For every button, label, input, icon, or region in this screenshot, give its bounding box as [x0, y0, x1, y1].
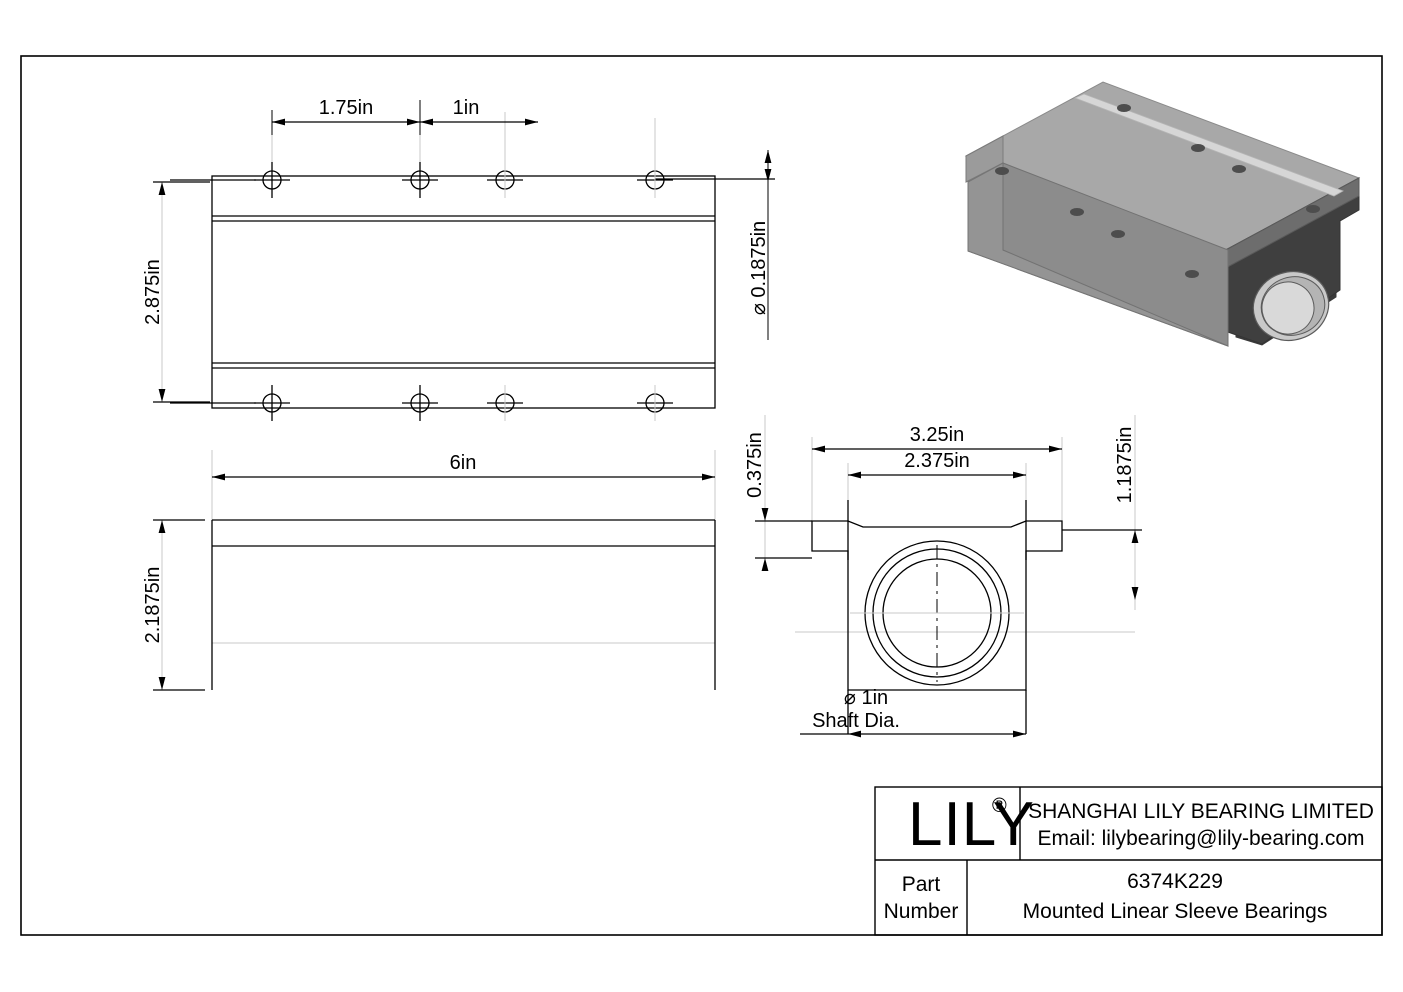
dim-label-body-width: 2.375in	[904, 450, 970, 472]
iso-mounting-hole	[1185, 270, 1199, 278]
top-view-holes-lower	[170, 385, 673, 421]
mounting-hole	[402, 385, 438, 421]
mounting-hole	[637, 162, 673, 198]
top-view-extension-lines	[161, 100, 769, 402]
part-number-label-line1: Part	[902, 873, 941, 896]
mounting-hole	[487, 385, 523, 421]
mounting-hole	[254, 162, 290, 198]
dim-label-overall-length: 6in	[450, 452, 477, 474]
dim-shaft-diameter: ⌀ 1in Shaft Dia.	[800, 687, 1027, 738]
iso-mounting-hole	[1117, 104, 1131, 112]
company-logo: LILY ®	[908, 790, 1035, 859]
bore-centerlines	[850, 545, 1024, 682]
dim-label-shaft-dia-note: Shaft Dia.	[812, 710, 900, 732]
dim-label-base-width: 3.25in	[910, 424, 965, 446]
iso-mounting-hole	[1232, 165, 1246, 173]
iso-mounting-hole	[1191, 144, 1205, 152]
iso-mounting-hole	[1111, 230, 1125, 238]
dim-label-overall-width: 2.875in	[142, 259, 164, 325]
mounting-hole	[254, 385, 290, 421]
part-number-label-line2: Number	[884, 900, 959, 923]
iso-body-side-face	[1002, 162, 1229, 347]
dim-overall-length: 6in	[212, 452, 715, 481]
isometric-3d-view	[964, 81, 1361, 347]
logo-text: LILY	[908, 790, 1035, 859]
top-view: 1.75in 1in 2.875in	[142, 97, 775, 421]
mounting-hole	[402, 162, 438, 198]
dim-hole-spacing-1: 1.75in	[271, 97, 421, 135]
dim-overall-height: 2.1875in	[142, 519, 205, 691]
company-email: Email: lilybearing@lily-bearing.com	[1037, 827, 1364, 850]
company-name: SHANGHAI LILY BEARING LIMITED	[1028, 800, 1374, 823]
dim-label-hole-spacing-2: 1in	[453, 97, 480, 119]
dim-label-hole-spacing-1: 1.75in	[319, 97, 374, 119]
front-view-outline	[211, 519, 716, 690]
iso-top-groove	[1073, 93, 1344, 197]
top-view-holes-upper	[170, 162, 673, 198]
iso-mounting-hole	[1306, 205, 1320, 213]
sheet-border	[20, 55, 1383, 936]
front-view-extension-lines	[161, 450, 716, 690]
section-profile-outline	[811, 500, 1063, 691]
dim-body-width: 2.375in	[848, 450, 1026, 479]
dim-overall-width: 2.875in	[142, 181, 210, 403]
end-section-view: 3.25in 2.375in 0.375in	[744, 415, 1142, 738]
iso-mounting-hole	[1070, 208, 1084, 216]
dim-label-base-thickness: 0.375in	[744, 432, 766, 498]
dim-hole-spacing-2: 1in	[420, 97, 538, 126]
iso-bore-inner	[1261, 281, 1315, 335]
iso-mounting-hole	[995, 167, 1009, 175]
mounting-hole	[637, 385, 673, 421]
dim-label-shaft-dia-value: ⌀ 1in	[844, 687, 888, 709]
dim-label-center-height: 1.1875in	[1114, 427, 1136, 504]
dim-label-overall-height: 2.1875in	[142, 567, 164, 644]
dim-center-height: 1.1875in	[1062, 427, 1142, 600]
front-view: 6in 2.1875in	[142, 450, 716, 691]
iso-mounting-holes	[995, 104, 1320, 278]
dim-base-thickness: 0.375in	[744, 432, 812, 571]
title-block: LILY ® SHANGHAI LILY BEARING LIMITED Ema…	[874, 786, 1383, 936]
dim-base-width: 3.25in	[812, 424, 1062, 453]
top-view-outline	[211, 175, 716, 409]
mounting-hole	[487, 162, 523, 198]
registered-trademark-icon: ®	[992, 795, 1007, 817]
part-number-value: 6374K229	[1127, 870, 1223, 893]
product-name: Mounted Linear Sleeve Bearings	[1023, 900, 1328, 923]
dim-label-hole-diameter: ⌀ 0.1875in	[748, 221, 770, 315]
